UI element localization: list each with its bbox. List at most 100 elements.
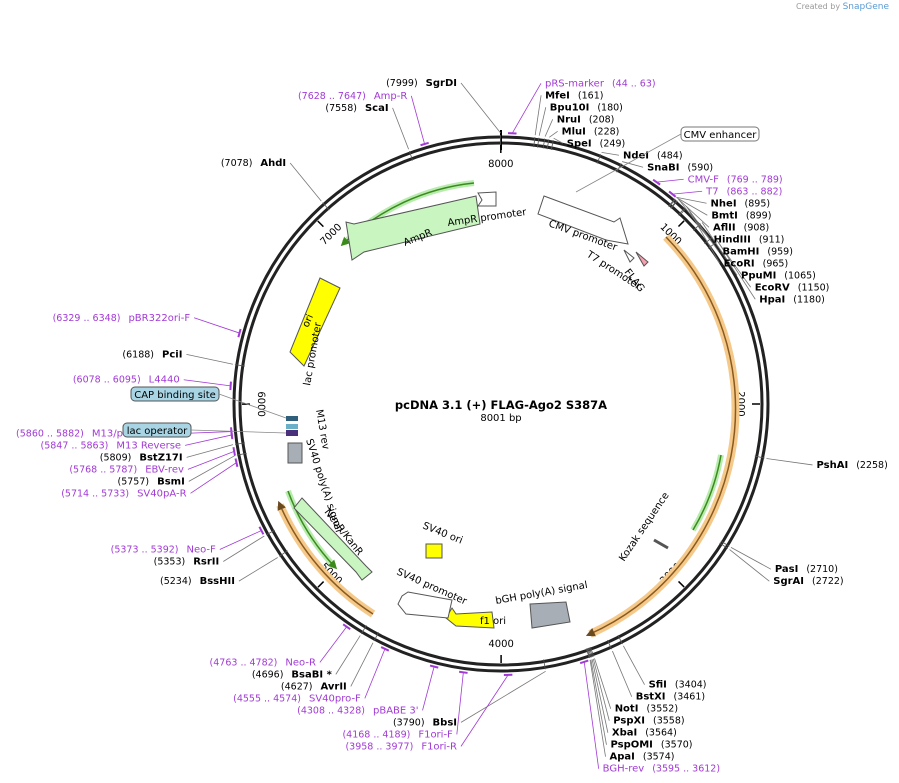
outer-label[interactable]: EcoRI(965) — [724, 258, 789, 269]
outer-label[interactable]: Neo-R(4763 .. 4782) — [210, 657, 316, 668]
outer-label[interactable]: PasI(2710) — [775, 564, 838, 575]
leader-line — [612, 650, 633, 697]
feature-name: SpeI — [567, 138, 592, 149]
outer-label[interactable]: PshAI(2258) — [817, 460, 888, 471]
feature-name: AvrII — [321, 681, 347, 692]
plasmid-title: pcDNA 3.1 (+) FLAG-Ago2 S387A — [395, 398, 607, 412]
outer-label[interactable]: BstZ17I(5809) — [100, 452, 183, 463]
outer-label[interactable]: NdeI(484) — [623, 150, 683, 161]
leader-line — [460, 670, 546, 723]
feature-position: (208) — [589, 114, 615, 125]
leader-line — [601, 151, 620, 156]
feature-name: EcoRV — [755, 282, 790, 293]
sv40-ori-box — [425, 543, 443, 559]
outer-label[interactable]: BsaBI *(4696) — [252, 669, 333, 680]
cut-mark — [373, 632, 380, 642]
outer-label[interactable]: MluI(228) — [562, 126, 620, 137]
outer-label[interactable]: PpuMI(1065) — [741, 270, 816, 281]
cut-mark — [670, 200, 678, 209]
outer-label[interactable]: SV40pro-F(4555 .. 4574) — [233, 693, 361, 704]
feature-name: T7 — [705, 186, 718, 197]
cut-mark — [546, 139, 550, 150]
outer-label[interactable]: EBV-rev(5768 .. 5787) — [69, 464, 184, 475]
f1-ori-arc-arrow — [277, 500, 374, 615]
leader-line — [187, 451, 235, 470]
cut-mark — [533, 137, 536, 148]
cut-mark — [586, 648, 591, 658]
tick-mark — [677, 220, 685, 228]
outer-label[interactable]: RsrII(5353) — [154, 557, 220, 568]
bgh-polya-signal — [529, 601, 571, 629]
feature-position: (3790) — [393, 717, 425, 728]
cut-mark — [677, 207, 686, 216]
outer-label[interactable]: BstXI(3461) — [636, 692, 705, 703]
outer-label[interactable]: BsmI(5757) — [117, 476, 184, 487]
outer-label[interactable]: M13 Reverse(5847 .. 5863) — [40, 440, 181, 451]
cut-mark — [707, 242, 717, 249]
outer-label[interactable]: AflII(908) — [713, 222, 769, 233]
outer-label[interactable]: BssHII(5234) — [160, 576, 235, 587]
outer-label[interactable]: T7(863 .. 882) — [705, 186, 782, 197]
outer-label[interactable]: HindIII(911) — [714, 234, 785, 245]
leader-line — [456, 672, 464, 735]
leader-line — [590, 659, 607, 745]
outer-label[interactable]: pRS-marker(44 .. 63) — [545, 78, 656, 89]
outer-label[interactable]: SV40pA-R(5714 .. 5733) — [61, 488, 186, 499]
lac-operator-shape — [286, 430, 298, 436]
leader-line — [184, 431, 232, 434]
outer-label[interactable]: MfeI(161) — [545, 90, 603, 101]
outer-label[interactable]: NotI(3552) — [615, 704, 678, 715]
feature-position: (4168 .. 4189) — [342, 729, 410, 740]
outer-label[interactable]: BGH-rev(3595 .. 3612) — [603, 764, 720, 775]
outer-label[interactable]: EcoRV(1150) — [755, 282, 830, 293]
feature-position: (965) — [763, 258, 789, 269]
feature-position: (7999) — [386, 78, 418, 89]
outer-label[interactable]: F1ori-F(4168 .. 4189) — [342, 729, 453, 740]
outer-label[interactable]: pBR322ori-F(6329 .. 6348) — [53, 313, 191, 324]
outer-label[interactable]: pBABE 3'(4308 .. 4328) — [297, 705, 418, 716]
outer-label[interactable]: ScaI(7558) — [325, 103, 388, 114]
outer-label[interactable]: PspXI(3558) — [613, 716, 684, 727]
primer-mark — [420, 141, 429, 147]
outer-label[interactable]: NruI(208) — [557, 114, 615, 125]
tick-mark — [317, 581, 325, 588]
outer-label[interactable]: BmtI(899) — [711, 210, 771, 221]
outer-label[interactable]: AvrII(4627) — [281, 681, 347, 692]
feature-name: SgrAI — [773, 576, 804, 587]
outer-label[interactable]: XbaI(3564) — [612, 728, 677, 739]
primer-mark — [652, 178, 661, 186]
outer-label[interactable]: SnaBI(590) — [647, 162, 713, 173]
outer-label[interactable]: Neo-F(5373 .. 5392) — [111, 545, 216, 556]
outer-label[interactable]: Amp-R(7628 .. 7647) — [298, 91, 407, 102]
feature-position: (4555 .. 4574) — [233, 693, 301, 704]
outer-label[interactable]: SgrAI(2722) — [773, 576, 843, 587]
outer-label[interactable]: SfiI(3404) — [649, 680, 707, 691]
outer-label[interactable]: BbsI(3790) — [393, 717, 457, 728]
feature-position: (484) — [657, 150, 683, 161]
outer-label[interactable]: HpaI(1180) — [759, 294, 825, 305]
leader-line — [350, 642, 374, 687]
cap-box-leader — [218, 393, 287, 419]
feature-position: (3595 .. 3612) — [652, 764, 720, 775]
feature-name: PciI — [162, 349, 182, 360]
leader-line — [422, 666, 435, 711]
outer-label[interactable]: NheI(895) — [711, 198, 771, 209]
outer-label[interactable]: ApaI(3574) — [610, 752, 675, 763]
outer-label[interactable]: SgrDI(7999) — [386, 78, 457, 89]
feature-position: (5847 .. 5863) — [40, 440, 108, 451]
primer-mark — [234, 458, 239, 468]
outer-label[interactable]: F1ori-R(3958 .. 3977) — [345, 741, 457, 752]
outer-label[interactable]: PspOMI(3570) — [610, 740, 692, 751]
outer-label[interactable]: Bpu10I(180) — [550, 102, 623, 113]
outer-label[interactable]: L4440(6078 .. 6095) — [73, 375, 180, 386]
cut-mark — [408, 150, 414, 161]
outer-label[interactable]: CMV-F(769 .. 789) — [688, 174, 783, 185]
feature-position: (590) — [688, 162, 714, 173]
feature-position: (7558) — [325, 103, 357, 114]
outer-label[interactable]: PciI(6188) — [122, 349, 182, 360]
outer-label[interactable]: SpeI(249) — [567, 138, 625, 149]
cut-mark — [322, 202, 330, 211]
outer-label[interactable]: BamHI(959) — [722, 246, 792, 257]
outer-label[interactable]: AhdI(7078) — [221, 158, 286, 169]
